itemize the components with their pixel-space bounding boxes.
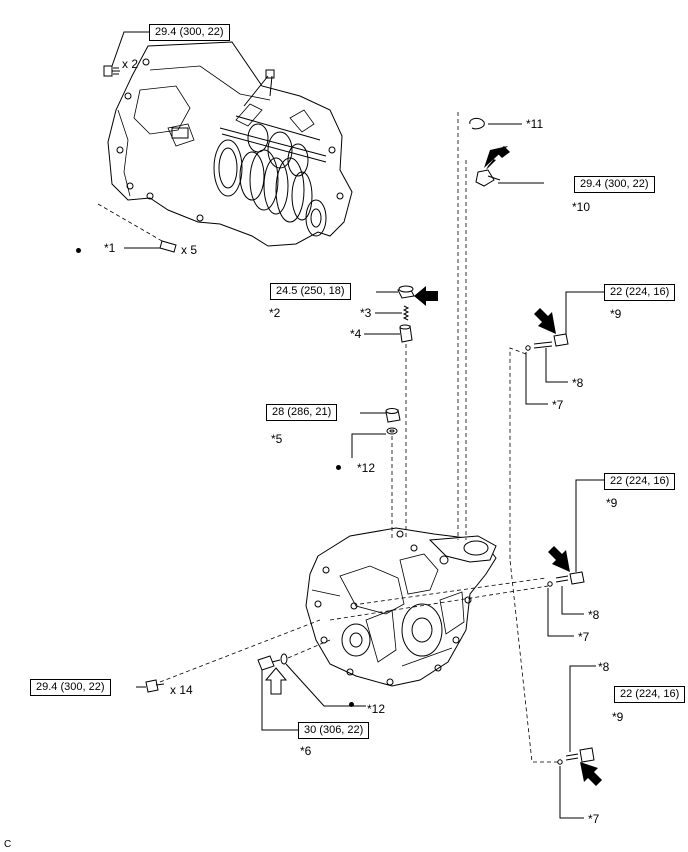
part-callout: *4 bbox=[350, 327, 362, 341]
part-callout: *2 bbox=[269, 306, 281, 320]
torque-spec-box: 24.5 (250, 18) bbox=[270, 283, 351, 300]
plug-*9-lower bbox=[579, 747, 595, 763]
part-callout: *11 bbox=[526, 117, 544, 131]
arrow-*2 bbox=[414, 286, 438, 306]
torque-spec-box: 22 (224, 16) bbox=[604, 473, 676, 490]
snap-ring bbox=[469, 117, 485, 130]
arrow-*9-upper bbox=[534, 308, 556, 334]
ball-*7-upper bbox=[525, 345, 531, 351]
ball-*7-middle bbox=[547, 581, 553, 587]
torque-spec-box: 28 (286, 21) bbox=[266, 404, 338, 421]
part-callout: *5 bbox=[271, 432, 283, 446]
part-callout: *9 bbox=[612, 710, 624, 724]
quantity-label: x 2 bbox=[122, 57, 139, 71]
plug-*9-middle bbox=[569, 571, 585, 585]
gasket-*12 bbox=[386, 427, 398, 435]
torque-spec-box: 29.4 (300, 22) bbox=[149, 24, 230, 41]
part-callout: *1 bbox=[104, 241, 116, 255]
torque-spec-box: 29.4 (300, 22) bbox=[574, 176, 655, 193]
bolt-x2 bbox=[103, 65, 120, 77]
gasket-*12-lower bbox=[280, 653, 288, 665]
non-reusable-mark bbox=[349, 702, 354, 707]
torque-spec-box: 30 (306, 22) bbox=[298, 722, 370, 739]
part-callout: *3 bbox=[360, 306, 372, 320]
pin-*4 bbox=[399, 324, 413, 343]
arrow-*9-middle bbox=[548, 546, 570, 572]
spring-*8-lower bbox=[565, 753, 579, 761]
part-callout: *8 bbox=[588, 608, 600, 622]
part-callout: *12 bbox=[367, 702, 386, 716]
arrow-*6 bbox=[264, 667, 288, 695]
spring-*3 bbox=[402, 305, 410, 321]
transaxle-housing-with-gears bbox=[107, 41, 353, 247]
non-reusable-mark bbox=[336, 465, 341, 470]
reverse-light-switch bbox=[475, 169, 501, 187]
part-callout: *6 bbox=[300, 744, 312, 758]
spring-*8-middle bbox=[555, 575, 569, 583]
drain-plug-*6 bbox=[257, 655, 281, 671]
part-callout: *12 bbox=[357, 461, 376, 475]
figure-code: C bbox=[4, 839, 12, 850]
arrow-*9-lower bbox=[580, 762, 602, 786]
ball-*7-lower bbox=[557, 759, 563, 765]
quantity-label: x 5 bbox=[181, 243, 198, 257]
quantity-label: x 14 bbox=[170, 683, 193, 697]
torque-spec-box: 22 (224, 16) bbox=[604, 284, 676, 301]
part-callout: *9 bbox=[610, 307, 622, 321]
bolt-x14 bbox=[145, 679, 165, 693]
part-callout: *7 bbox=[578, 630, 590, 644]
dowel-pin bbox=[159, 240, 177, 253]
part-callout: *7 bbox=[588, 812, 600, 826]
part-callout: *10 bbox=[572, 200, 591, 214]
transaxle-case bbox=[305, 527, 497, 687]
part-callout: *9 bbox=[606, 496, 618, 510]
part-callout: *8 bbox=[598, 660, 610, 674]
part-callout: *7 bbox=[552, 398, 564, 412]
non-reusable-mark bbox=[76, 248, 81, 253]
plug-*9-upper bbox=[553, 333, 569, 347]
part-callout: *8 bbox=[572, 376, 584, 390]
plug-*2 bbox=[397, 285, 415, 299]
plug-*5 bbox=[385, 408, 401, 423]
spring-*8-upper bbox=[533, 341, 553, 349]
torque-spec-box: 22 (224, 16) bbox=[614, 686, 686, 703]
torque-spec-box: 29.4 (300, 22) bbox=[30, 679, 111, 696]
arrow-*10 bbox=[484, 146, 510, 170]
